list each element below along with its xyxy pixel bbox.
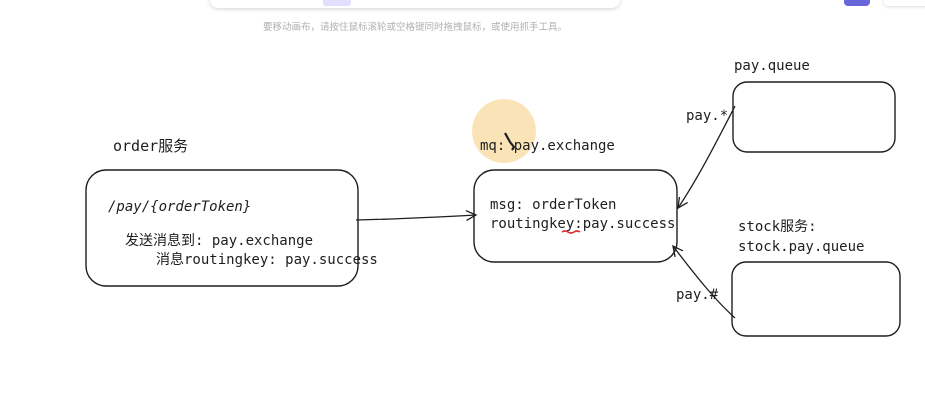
canvas-hint: 要移动画布，请按住鼠标滚轮或空格键同时拖拽鼠标，或使用抓手工具。 [262,22,567,33]
stock-queue-binding-arrow[interactable] [673,246,736,319]
corner-menu-button[interactable] [884,0,925,6]
pay-queue-box[interactable] [732,81,896,153]
pay-hash-binding-label: pay.# [676,287,719,303]
order-endpoint-path: /pay/{orderToken} [108,199,251,215]
spellcheck-squiggle [561,230,581,234]
pointer-cursor-icon [504,132,516,151]
order-send-line: 发送消息到: pay.exchange [125,232,313,249]
order-service-title: order服务 [113,137,188,155]
mq-exchange-title: mq: pay.exchange [480,138,615,154]
pay-queue-binding-arrow[interactable] [678,105,736,208]
order-service-box[interactable] [85,169,359,287]
highlight-circle [472,99,536,163]
exchange-msg-line: msg: orderToken [490,197,616,213]
order-routingkey-line: 消息routingkey: pay.success [156,251,378,268]
order-to-exchange-arrow[interactable] [355,215,476,220]
stock-service-title: stock服务: [738,219,817,235]
active-tool-indicator[interactable] [323,0,351,6]
library-button[interactable] [844,0,870,6]
pay-star-binding-label: pay.* [686,108,728,124]
stock-queue-box[interactable] [731,261,901,337]
pay-queue-title: pay.queue [734,58,810,74]
top-toolbar[interactable] [210,0,620,8]
exchange-routingkey-line: routingkey:pay.success [490,216,675,232]
exchange-box[interactable] [473,169,678,263]
stock-queue-name: stock.pay.queue [738,239,864,255]
